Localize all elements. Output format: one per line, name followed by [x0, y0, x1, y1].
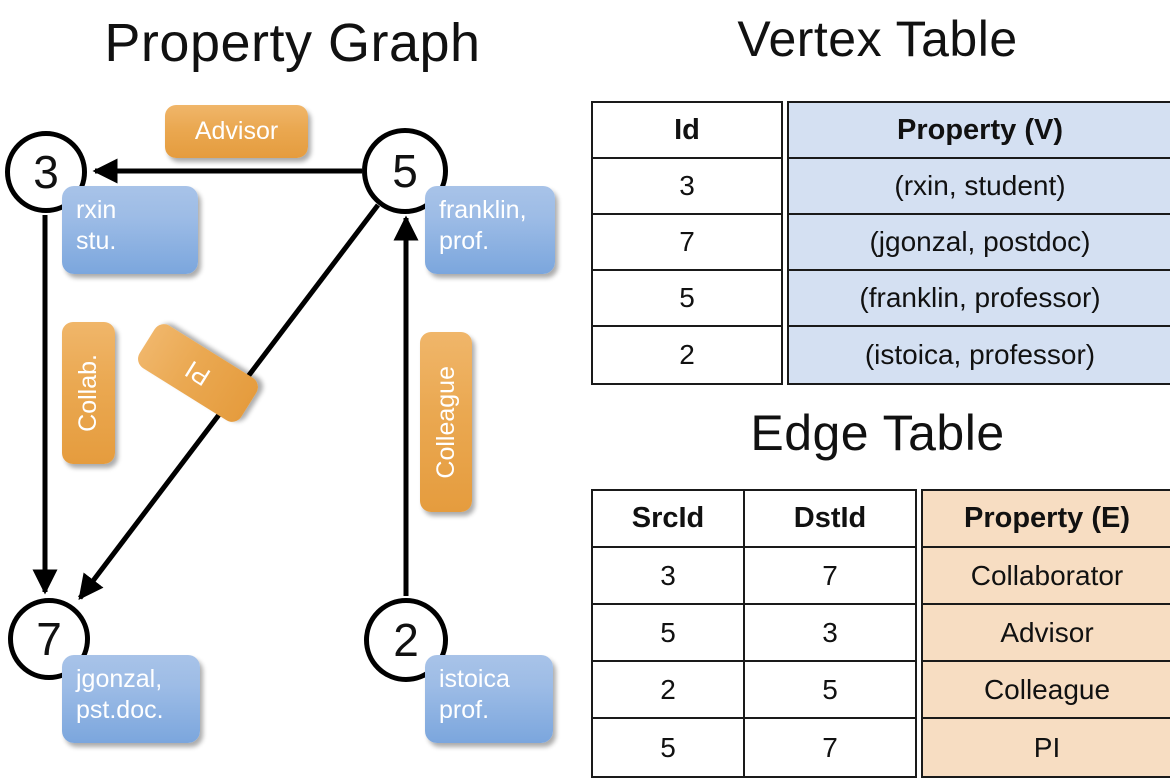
- edge-table-cell-property-0: Collaborator: [923, 548, 1170, 605]
- vertex-property-box-3-line2: stu.: [76, 227, 117, 255]
- page-title-edge-table: Edge Table: [750, 405, 1005, 461]
- graph-node-2[interactable]: 2: [364, 598, 448, 682]
- edge-label-advisor[interactable]: Advisor: [165, 105, 308, 158]
- vertex-table-cell-id-1: 7: [593, 215, 781, 271]
- edge-table-cell-src-1: 5: [593, 605, 745, 662]
- vertex-table-header-id: Id: [593, 103, 781, 159]
- edge-label-collab-text: Collab.: [74, 354, 102, 432]
- edge-table-src-column: SrcId 3 5 2 5: [593, 491, 745, 776]
- vertex-table-cell-property-0: (rxin, student): [789, 159, 1170, 215]
- edge-table-cell-property-1: Advisor: [923, 605, 1170, 662]
- vertex-property-box-7-line1: jgonzal,: [76, 665, 163, 693]
- graph-node-5[interactable]: 5: [362, 128, 448, 214]
- vertex-property-box-2-line2: prof.: [439, 696, 490, 724]
- edge-label-collab[interactable]: Collab.: [62, 322, 115, 464]
- edge-table-cell-src-2: 2: [593, 662, 745, 719]
- edge-table-header-src: SrcId: [593, 491, 745, 548]
- edge-table-property-column: Property (E) Collaborator Advisor Collea…: [921, 489, 1170, 778]
- vertex-table-cell-id-3: 2: [679, 339, 695, 370]
- vertex-property-box-3[interactable]: rxin stu.: [62, 186, 198, 274]
- edge-table-cell-property-2: Colleague: [923, 662, 1170, 719]
- vertex-table-property-column: Property (V) (rxin, student) (jgonzal, p…: [787, 101, 1170, 385]
- edge-label-pi-text: PI: [180, 355, 216, 392]
- graph-node-3-id: 3: [33, 146, 59, 198]
- edge-table-header-dst: DstId: [745, 491, 915, 548]
- edge-table-cell-property-3: PI: [923, 719, 1170, 776]
- vertex-property-box-7[interactable]: jgonzal, pst.doc.: [62, 655, 200, 743]
- vertex-table-id-column: Id 3 7 5 2: [591, 101, 783, 385]
- vertex-property-box-3-line1: rxin: [76, 196, 117, 224]
- vertex-property-box-5[interactable]: franklin, prof.: [425, 186, 555, 274]
- vertex-table-cell-property-1: (jgonzal, postdoc): [789, 215, 1170, 271]
- edge-table-cell-src-0: 3: [593, 548, 745, 605]
- edge-table-cell-dst-1: 3: [745, 605, 915, 662]
- vertex-property-box-5-line1: franklin,: [439, 196, 527, 224]
- vertex-table-header-property: Property (V): [789, 103, 1170, 159]
- vertex-property-box-7-line2: pst.doc.: [76, 696, 164, 724]
- vertex-table: Id 3 7 5 2 Property (V) (rxin, student) …: [591, 101, 1170, 385]
- edge-label-colleague[interactable]: Colleague: [420, 332, 472, 512]
- edge-label-advisor-text: Advisor: [194, 117, 279, 145]
- page-title-vertex-table: Vertex Table: [737, 11, 1018, 67]
- vertex-property-box-2-line1: istoica: [439, 665, 510, 693]
- graph-node-5-id: 5: [392, 145, 418, 197]
- vertex-table-cell-id-0: 3: [593, 159, 781, 215]
- edge-table: SrcId 3 5 2 5 DstId 7 3 5 7 Property (E)…: [591, 489, 1170, 778]
- vertex-table-cell-property-2: (franklin, professor): [789, 271, 1170, 327]
- vertex-property-box-5-line2: prof.: [439, 227, 490, 255]
- graph-node-2-id: 2: [393, 614, 419, 666]
- edge-table-cell-dst-3: 7: [822, 731, 838, 763]
- vertex-table-cell-id-2: 5: [593, 271, 781, 327]
- property-graph-diagram: 3 5 7 2 rxin stu. franklin, prof. jgonza…: [0, 0, 585, 760]
- edge-table-dst-column: DstId 7 3 5 7: [745, 491, 915, 776]
- vertex-property-box-2[interactable]: istoica prof.: [425, 655, 553, 743]
- page-title-property-graph: Property Graph: [104, 13, 481, 73]
- vertex-table-cell-property-3: (istoica, professor): [789, 327, 1170, 383]
- edge-table-cell-dst-0: 7: [745, 548, 915, 605]
- edge-table-cell-dst-2: 5: [745, 662, 915, 719]
- graph-node-7-id: 7: [36, 613, 62, 665]
- edge-table-header-property: Property (E): [923, 491, 1170, 548]
- edge-label-colleague-text: Colleague: [431, 365, 460, 479]
- edge-table-src-dst-columns: SrcId 3 5 2 5 DstId 7 3 5 7: [591, 489, 917, 778]
- edge-table-cell-src-3: 5: [593, 719, 745, 776]
